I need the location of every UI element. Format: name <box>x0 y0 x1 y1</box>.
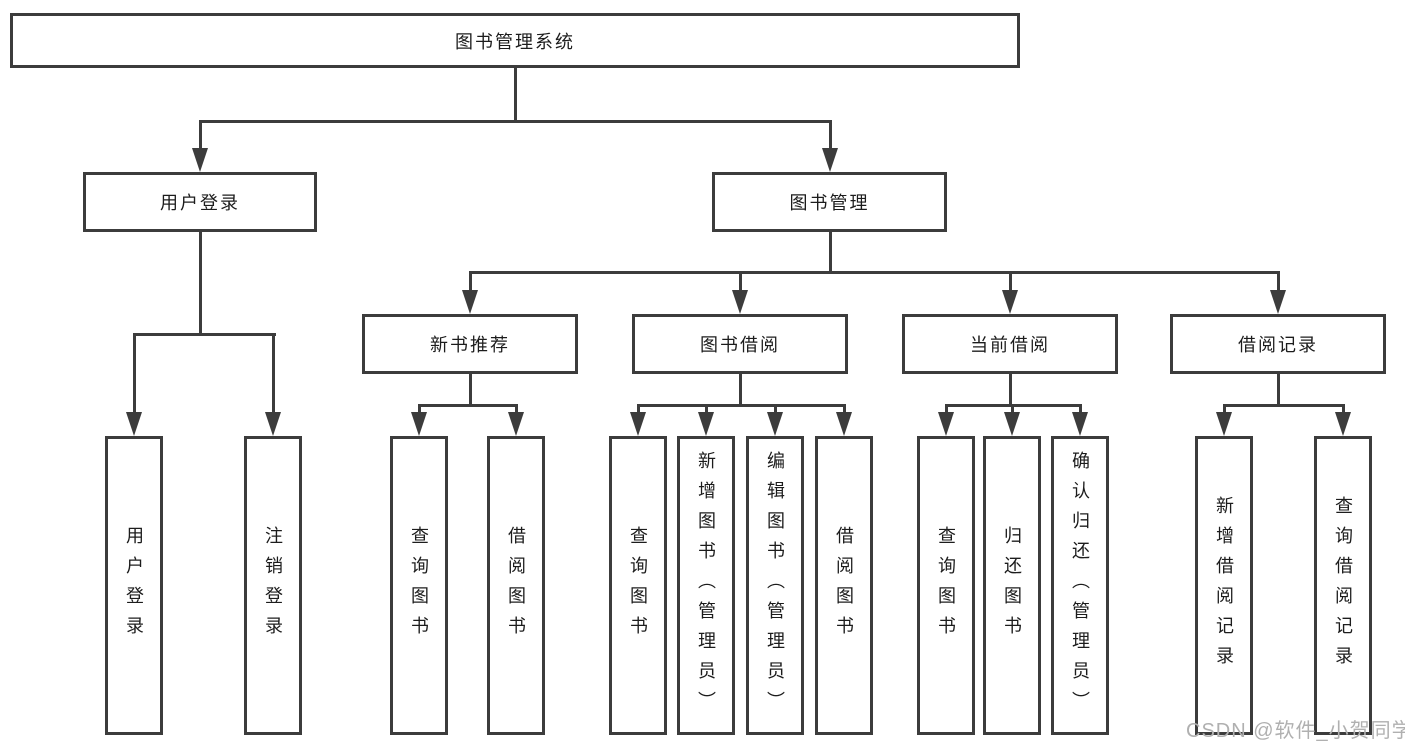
node-user-login: 用户登录 <box>83 172 317 232</box>
connector-line <box>738 374 742 407</box>
connector-line <box>198 232 202 336</box>
arrow-down-icon <box>698 412 714 436</box>
connector-line <box>1010 404 1014 414</box>
arrow-down-icon <box>630 412 646 436</box>
connector-line <box>1276 374 1280 407</box>
connector-line <box>1222 404 1345 407</box>
arrow-down-icon <box>411 412 427 436</box>
connector-line <box>1008 374 1012 407</box>
connector-line <box>468 374 472 407</box>
arrow-down-icon <box>1004 412 1020 436</box>
connector-line <box>468 271 472 292</box>
node-label: 图书管理 <box>789 193 870 213</box>
node-query-books-3: 查询图书 <box>917 436 975 735</box>
node-label: 图书借阅 <box>700 335 780 355</box>
connector-line <box>468 271 1280 274</box>
node-label: 编辑图书（管理员） <box>765 450 785 721</box>
connector-line <box>1008 271 1012 292</box>
node-label: 查询图书 <box>628 525 648 646</box>
node-label: 新增借阅记录 <box>1214 495 1234 676</box>
arrow-down-icon <box>1072 412 1088 436</box>
arrow-down-icon <box>732 290 748 314</box>
connector-line <box>1222 404 1226 414</box>
connector-line <box>704 404 708 414</box>
node-user-login-leaf: 用户登录 <box>105 436 163 735</box>
node-label: 用户登录 <box>124 525 144 646</box>
node-label: 确认归还（管理员） <box>1070 450 1090 721</box>
connector-line <box>636 404 846 407</box>
node-logout-leaf: 注销登录 <box>244 436 302 735</box>
node-borrow-records: 借阅记录 <box>1170 314 1386 374</box>
node-label: 查询借阅记录 <box>1333 495 1353 676</box>
connector-line <box>773 404 777 414</box>
node-label: 注销登录 <box>263 525 283 646</box>
csdn-watermark: CSDN @软件_小贺同学 <box>1186 720 1405 742</box>
node-query-books-1: 查询图书 <box>390 436 448 735</box>
arrow-down-icon <box>192 148 208 172</box>
connector-line <box>944 404 948 414</box>
node-book-management: 图书管理 <box>712 172 947 232</box>
arrow-down-icon <box>508 412 524 436</box>
node-book-borrow: 图书借阅 <box>632 314 848 374</box>
connector-line <box>271 333 275 413</box>
connector-line <box>1276 271 1280 292</box>
node-add-books-admin: 新增图书（管理员） <box>677 436 735 735</box>
arrow-down-icon <box>1002 290 1018 314</box>
node-label: 当前借阅 <box>970 335 1050 355</box>
connector-line <box>828 232 832 274</box>
connector-line <box>738 271 742 292</box>
connector-line <box>636 404 640 414</box>
arrow-down-icon <box>1216 412 1232 436</box>
connector-line <box>513 68 517 122</box>
node-confirm-return-admin: 确认归还（管理员） <box>1051 436 1109 735</box>
arrow-down-icon <box>265 412 281 436</box>
node-root: 图书管理系统 <box>10 13 1020 68</box>
node-label: 新增图书（管理员） <box>696 450 716 721</box>
arrow-down-icon <box>1270 290 1286 314</box>
node-new-book-recommend: 新书推荐 <box>362 314 578 374</box>
node-label: 用户登录 <box>160 193 240 213</box>
arrow-down-icon <box>126 412 142 436</box>
node-label: 借阅图书 <box>506 525 526 646</box>
node-label: 归还图书 <box>1002 525 1022 646</box>
node-add-borrow-record: 新增借阅记录 <box>1195 436 1253 735</box>
node-label: 借阅记录 <box>1238 335 1318 355</box>
connector-line <box>514 404 518 414</box>
arrow-down-icon <box>462 290 478 314</box>
connector-line <box>198 120 202 152</box>
connector-line <box>1078 404 1082 414</box>
node-borrow-books-2: 借阅图书 <box>815 436 873 735</box>
node-label: 查询图书 <box>936 525 956 646</box>
connector-line <box>842 404 846 414</box>
connector-line <box>417 404 518 407</box>
connector-line <box>132 333 136 413</box>
node-borrow-books-1: 借阅图书 <box>487 436 545 735</box>
connector-line <box>417 404 421 414</box>
node-label: 新书推荐 <box>430 335 510 355</box>
arrow-down-icon <box>767 412 783 436</box>
node-label: 图书管理系统 <box>455 31 575 52</box>
arrow-down-icon <box>1335 412 1351 436</box>
node-return-books: 归还图书 <box>983 436 1041 735</box>
arrow-down-icon <box>836 412 852 436</box>
node-label: 借阅图书 <box>834 525 854 646</box>
node-current-borrow: 当前借阅 <box>902 314 1118 374</box>
node-query-books-2: 查询图书 <box>609 436 667 735</box>
arrow-down-icon <box>938 412 954 436</box>
connector-line <box>198 120 832 123</box>
node-label: 查询图书 <box>409 525 429 646</box>
connector-line <box>828 120 832 152</box>
arrow-down-icon <box>822 148 838 172</box>
node-query-borrow-record: 查询借阅记录 <box>1314 436 1372 735</box>
node-edit-books-admin: 编辑图书（管理员） <box>746 436 804 735</box>
connector-line <box>132 333 276 336</box>
connector-line <box>1341 404 1345 414</box>
